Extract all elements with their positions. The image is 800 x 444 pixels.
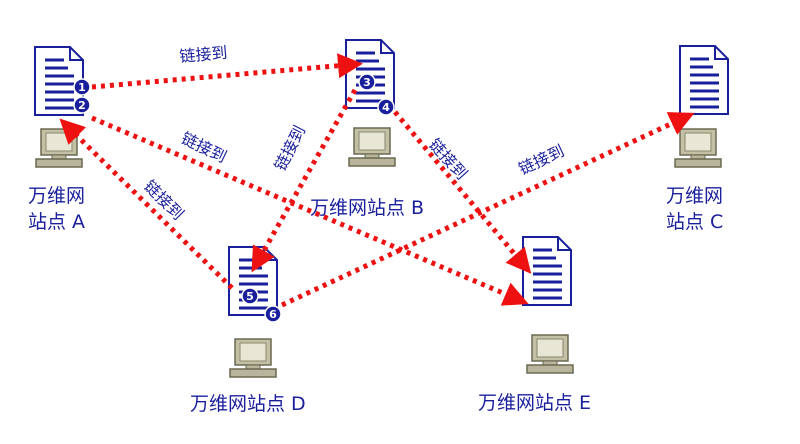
document-icon-site-e (522, 235, 572, 307)
site-label-a-line1: 万维网 (28, 185, 86, 207)
link-label-5-to-a: 链接到 (140, 176, 187, 223)
computer-icon-site-d (229, 338, 277, 378)
link-label-1-to-b: 链接到 (179, 43, 228, 66)
svg-text:5: 5 (246, 290, 254, 303)
site-label-d: 万维网站点 D (190, 393, 306, 415)
site-label-e: 万维网站点 E (478, 392, 592, 414)
link-arrow-4-to-e (393, 110, 532, 274)
anchor-badge-4: 4 (377, 98, 395, 116)
document-icon-site-d (228, 245, 278, 317)
document-icon-site-c (679, 44, 729, 116)
anchor-badge-3: 3 (358, 73, 376, 91)
site-label-b: 万维网站点 B (310, 197, 425, 219)
site-label-a-line2: 站点 A (28, 211, 86, 233)
link-arrow-3-to-d (251, 88, 358, 273)
svg-text:4: 4 (382, 101, 390, 114)
anchor-badge-5: 5 (241, 287, 259, 305)
svg-text:2: 2 (78, 99, 86, 112)
link-arrow-6-to-c (280, 112, 695, 308)
anchor-badge-2: 2 (73, 96, 91, 114)
anchor-badge-1: 1 (73, 78, 91, 96)
anchor-badge-6: 6 (264, 305, 282, 323)
computer-icon-site-e (526, 334, 574, 374)
link-arrow-1-to-b (91, 53, 363, 90)
computer-icon-site-b (348, 127, 396, 167)
link-label-6-to-c: 链接到 (516, 141, 568, 179)
svg-text:1: 1 (78, 81, 86, 94)
link-arrow-2-to-e (91, 115, 529, 306)
link-label-2-to-e: 链接到 (178, 129, 229, 167)
link-label-3-to-d: 链接到 (271, 122, 310, 173)
svg-text:6: 6 (269, 308, 277, 321)
link-arrow-5-to-a (59, 118, 234, 290)
site-label-c-line2: 站点 C (666, 211, 724, 233)
svg-text:3: 3 (363, 76, 371, 89)
site-label-c-line1: 万维网 (666, 185, 724, 207)
computer-icon-site-c (674, 128, 722, 168)
